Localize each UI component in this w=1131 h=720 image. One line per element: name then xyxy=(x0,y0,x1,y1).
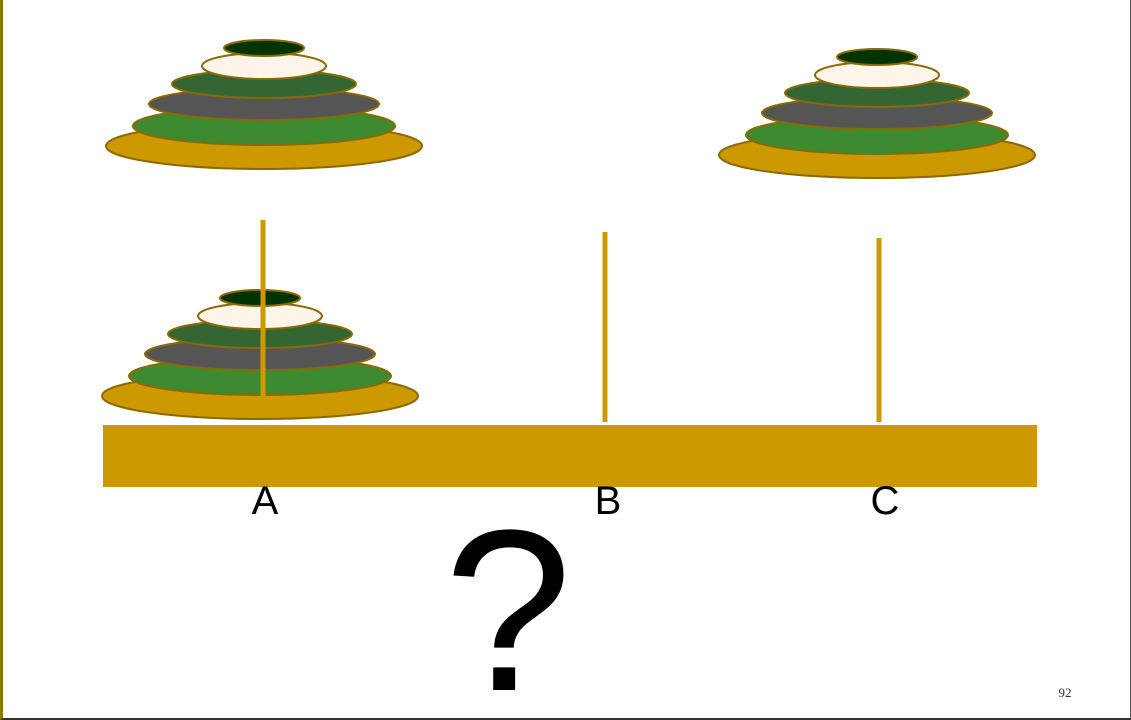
disk-on-peg-a-1 xyxy=(219,289,301,307)
hanoi-diagram: A B C ? 92 xyxy=(101,39,1072,718)
peg-label-a: A xyxy=(252,479,279,523)
tower-on-peg-a xyxy=(101,289,419,420)
question-mark: ? xyxy=(444,482,572,718)
tower-start xyxy=(105,39,423,170)
peg-label-c: C xyxy=(871,479,900,523)
disk-start-1 xyxy=(223,39,305,57)
tower-base xyxy=(103,425,1037,487)
peg-label-b: B xyxy=(595,479,622,523)
page-number: 92 xyxy=(1059,685,1072,700)
tower-goal xyxy=(718,48,1036,179)
disk-goal-1 xyxy=(836,48,918,66)
